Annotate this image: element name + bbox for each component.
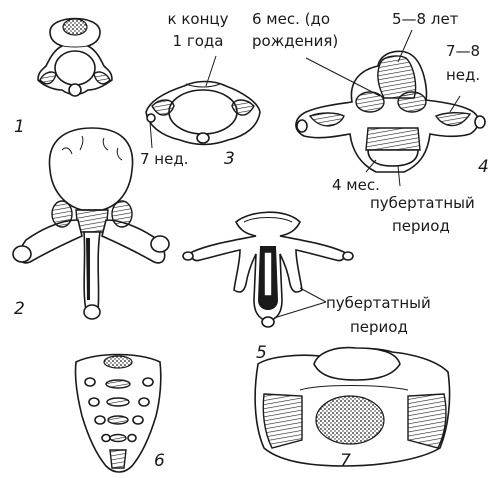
label-7-8: 7—8 [446,42,480,60]
label-5-8-let: 5—8 лет [392,10,458,28]
figure-number-5: 5 [256,344,267,362]
figure-number-1: 1 [14,118,25,136]
label-rozhdeniya: рождения) [252,32,338,50]
figure-6-sacrum [75,355,160,473]
figure-number-3: 3 [224,150,235,168]
figure-7-vertebra [255,348,449,466]
label-ned-right: нед. [446,66,480,84]
figure-number-6: 6 [154,452,165,470]
label-pubertat-2a: пубертатный [326,294,431,312]
label-pubertat-1a: пубертатный [370,194,475,212]
label-k-kontsu: к концу [160,10,236,28]
figure-3-vertebra [146,82,260,145]
label-6-mes: 6 мес. (до [252,10,330,28]
label-7-ned: 7 нед. [140,150,189,168]
label-4-mes: 4 мес. [332,176,380,194]
label-pubertat-2b: период [350,318,408,336]
figure-number-7: 7 [340,452,351,470]
figure-number-4: 4 [478,158,489,176]
figure-1-vertebra [38,19,112,97]
label-pubertat-1b: период [392,217,450,235]
label-1-goda: 1 года [160,32,236,50]
figure-number-2: 2 [14,300,25,318]
